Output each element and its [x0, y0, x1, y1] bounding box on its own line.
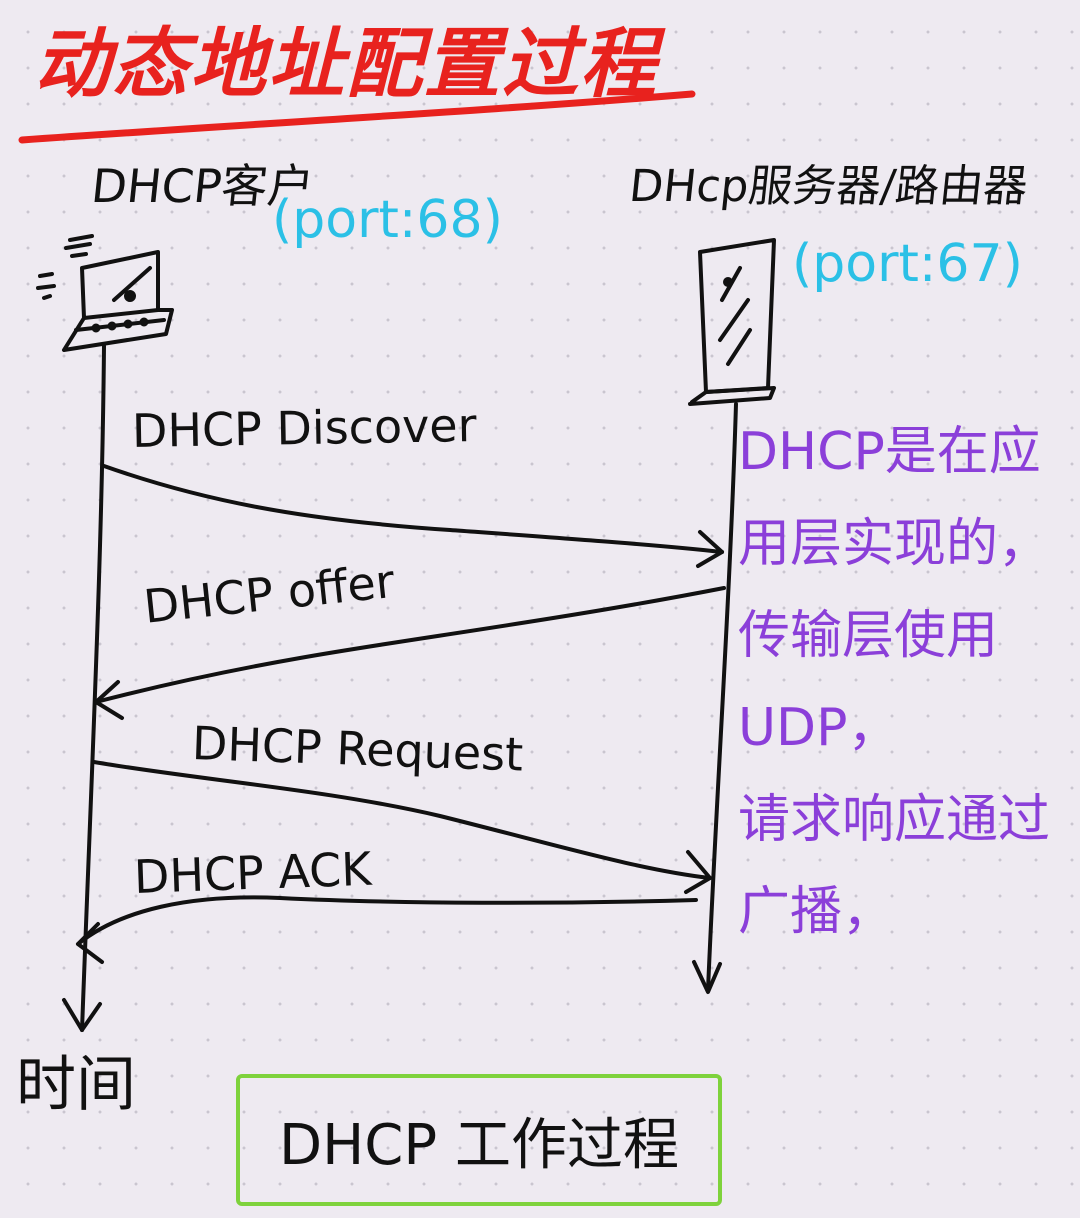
- request-arrow: [92, 760, 712, 880]
- server-port: (port:67): [792, 234, 1023, 294]
- page-title: 动态地址配置过程: [34, 19, 658, 108]
- caption-text: DHCP 工作过程: [279, 1112, 679, 1178]
- server-lifeline: [706, 402, 738, 992]
- message-label-request: DHCP Request: [191, 716, 525, 782]
- title-underline: [18, 90, 696, 144]
- note-line: DHCP是在应: [738, 422, 1041, 482]
- offer-arrowhead: [94, 680, 124, 720]
- ack-arrowhead: [76, 922, 104, 964]
- note-line: 广播，: [738, 882, 895, 942]
- ack-arrow: [76, 895, 698, 946]
- time-axis-label: 时间: [16, 1050, 136, 1120]
- server-lifeline-arrowhead: [692, 960, 722, 994]
- note-line: 传输层使用: [738, 606, 999, 666]
- note-line: 用层实现的，: [738, 514, 1051, 574]
- server-tower-icon: [688, 238, 776, 406]
- caption-box: DHCP 工作过程: [236, 1074, 722, 1206]
- laptop-icon: [36, 234, 174, 352]
- message-label-discover: DHCP Discover: [131, 397, 477, 458]
- client-lifeline: [80, 344, 106, 1032]
- side-note: DHCP是在应 用层实现的， 传输层使用 UDP， 请求响应通过 广播，: [738, 406, 1058, 958]
- server-label: DHcp服务器/路由器: [626, 161, 1031, 212]
- note-line: UDP，: [738, 698, 900, 758]
- request-arrowhead: [684, 850, 712, 894]
- client-lifeline-arrowhead: [62, 998, 102, 1032]
- note-line: 请求响应通过: [738, 790, 1051, 850]
- discover-arrowhead: [696, 530, 724, 568]
- offer-arrow: [94, 586, 726, 704]
- client-port: (port:68): [272, 190, 503, 250]
- message-label-ack: DHCP ACK: [133, 841, 373, 904]
- discover-arrow: [102, 464, 724, 554]
